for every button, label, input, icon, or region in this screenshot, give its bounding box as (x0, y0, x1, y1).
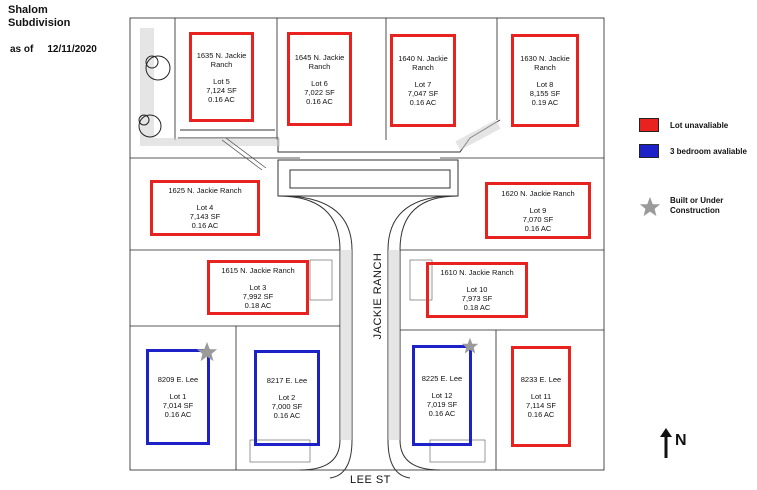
lot-number: Lot 11 (530, 391, 552, 401)
as-of-label: as of (10, 44, 34, 55)
lot-number: Lot 9 (529, 205, 547, 215)
lot-address: 1635 N. Jackie Ranch (196, 50, 247, 69)
lot-sqft: 7,014 SF (162, 401, 194, 410)
title-line2: Subdivision (8, 17, 71, 29)
lot-11[interactable]: 8233 E. Lee Lot 11 7,114 SF 0.16 AC (511, 346, 571, 447)
star-icon (639, 196, 661, 217)
lot-acres: 0.16 AC (524, 223, 552, 233)
street-label-jackie-ranch: JACKIE RANCH (372, 252, 384, 340)
lot-8[interactable]: 1630 N. Jackie Ranch Lot 8 8,155 SF 0.19… (511, 34, 579, 127)
lot-address: 1640 N. Jackie Ranch (398, 54, 448, 72)
lot-address: 1620 N. Jackie Ranch (501, 188, 575, 198)
lot-sqft: 7,973 SF (461, 294, 493, 303)
lot-sqft: 7,070 SF (522, 214, 554, 224)
lot-sqft: 7,019 SF (426, 399, 458, 409)
lot-number: Lot 4 (196, 203, 214, 212)
tree-icons (138, 55, 171, 138)
lot-address: 1630 N. Jackie Ranch (520, 54, 570, 72)
lot-number: Lot 5 (213, 76, 230, 86)
lot-address: 1645 N. Jackie Ranch (294, 52, 345, 71)
lot-4[interactable]: 1625 N. Jackie Ranch Lot 4 7,143 SF 0.16… (150, 180, 260, 236)
lot-number: Lot 1 (169, 392, 187, 401)
lot-address: 1625 N. Jackie Ranch (168, 186, 242, 195)
legend-built: Built or Under Construction (670, 196, 724, 215)
lot-address: 8225 E. Lee (421, 373, 463, 383)
red-square-icon (639, 118, 659, 132)
lot-address: 8217 E. Lee (266, 376, 308, 385)
lot-number: Lot 6 (311, 78, 328, 88)
lot-number: Lot 12 (431, 390, 453, 400)
lot-acres: 0.16 AC (306, 96, 333, 106)
lot-acres: 0.16 AC (208, 94, 235, 104)
subdivision-title: Shalom Subdivision (8, 4, 70, 30)
lot-number: Lot 10 (466, 285, 488, 294)
lot-1[interactable]: 8209 E. Lee Lot 1 7,014 SF 0.16 AC (146, 349, 210, 445)
lot-6[interactable]: 1645 N. Jackie Ranch Lot 6 7,022 SF 0.16… (287, 32, 352, 126)
lot-sqft: 7,047 SF (407, 89, 439, 98)
north-arrow-icon (660, 428, 672, 458)
lot-sqft: 7,114 SF (526, 400, 556, 410)
lot-acres: 0.16 AC (409, 98, 437, 107)
lot-2[interactable]: 8217 E. Lee Lot 2 7,000 SF 0.16 AC (254, 350, 320, 446)
lot-acres: 0.18 AC (463, 303, 491, 312)
lot-sqft: 7,022 SF (304, 87, 335, 97)
lot-sqft: 7,143 SF (189, 212, 221, 221)
legend-unavailable: Lot unavaliable (670, 121, 729, 130)
as-of-date: 12/11/2020 (47, 44, 97, 55)
lot-acres: 0.16 AC (273, 411, 301, 420)
title-line1: Shalom (8, 4, 48, 16)
lot-sqft: 7,000 SF (271, 402, 303, 411)
lot-sqft: 7,124 SF (206, 85, 237, 95)
north-label: N (675, 432, 687, 449)
lot-number: Lot 3 (249, 282, 267, 292)
lot-9[interactable]: 1620 N. Jackie Ranch Lot 9 7,070 SF 0.16… (485, 182, 591, 239)
lot-acres: 0.16 AC (428, 408, 456, 418)
lot-address: 1610 N. Jackie Ranch (440, 268, 514, 277)
lot-10[interactable]: 1610 N. Jackie Ranch Lot 10 7,973 SF 0.1… (426, 262, 528, 318)
lot-3[interactable]: 1615 N. Jackie Ranch Lot 3 7,992 SF 0.18… (207, 260, 309, 315)
lot-12[interactable]: 8225 E. Lee Lot 12 7,019 SF 0.16 AC (412, 345, 472, 446)
lot-address: 8209 E. Lee (157, 375, 199, 384)
lot-sqft: 8,155 SF (529, 89, 561, 98)
star-icon (461, 337, 479, 354)
legend-available: 3 bedroom avaliable (670, 147, 747, 156)
lot-acres: 0.16 AC (164, 410, 192, 419)
lot-address: 1615 N. Jackie Ranch (221, 265, 295, 275)
lot-7[interactable]: 1640 N. Jackie Ranch Lot 7 7,047 SF 0.16… (390, 34, 456, 127)
lot-acres: 0.18 AC (244, 300, 272, 310)
lot-sqft: 7,992 SF (242, 291, 274, 301)
lot-acres: 0.16 AC (191, 221, 219, 230)
lot-5[interactable]: 1635 N. Jackie Ranch Lot 5 7,124 SF 0.16… (189, 32, 254, 122)
lot-acres: 0.16 AC (527, 409, 555, 419)
lot-number: Lot 8 (536, 80, 554, 89)
lot-address: 8233 E. Lee (520, 374, 562, 384)
lot-number: Lot 7 (414, 80, 432, 89)
street-label-lee-st: LEE ST (350, 474, 391, 486)
star-icon (196, 341, 218, 362)
lot-number: Lot 2 (278, 393, 296, 402)
as-of-line: as of 12/11/2020 (10, 44, 97, 55)
blue-square-icon (639, 144, 659, 158)
lot-acres: 0.19 AC (531, 98, 559, 107)
